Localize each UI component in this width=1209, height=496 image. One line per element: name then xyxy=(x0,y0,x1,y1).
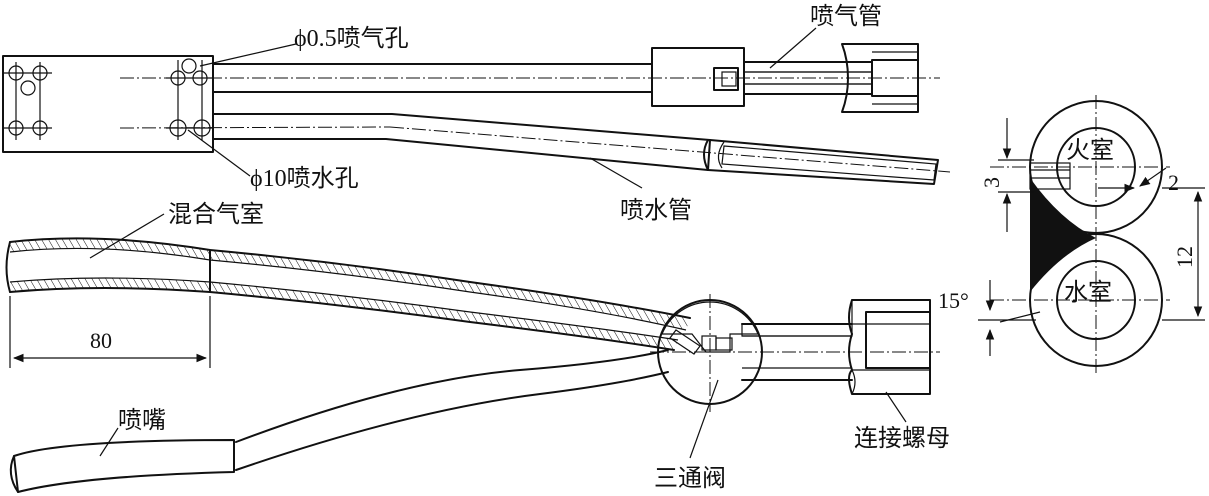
nozzle-label: 喷嘴 xyxy=(118,407,166,434)
weld-fill xyxy=(1030,178,1096,292)
dimension-12: 12 xyxy=(1162,187,1205,321)
connect-nut-label: 连接螺母 xyxy=(854,425,950,452)
gas-tube-line xyxy=(120,63,940,93)
three-way-valve-label: 三通阀 xyxy=(654,465,726,492)
dimension-3-label: 3 xyxy=(979,177,1004,188)
dimension-2: 2 xyxy=(1098,167,1179,195)
three-way-valve xyxy=(650,294,940,412)
gas-tube-label: 喷气管 xyxy=(810,3,882,30)
dimension-12-label: 12 xyxy=(1172,246,1197,268)
dimension-2-label: 2 xyxy=(1168,170,1179,195)
fire-chamber-label: 火室 xyxy=(1066,137,1114,164)
gas-tube-fitting xyxy=(651,43,919,113)
angle-15-label: 15° xyxy=(938,288,969,313)
manifold-block xyxy=(2,55,214,153)
dimension-3: 3 xyxy=(979,118,1034,232)
water-tube xyxy=(119,113,951,185)
gas-hole-label: ϕ0.5喷气孔 xyxy=(294,25,409,52)
mixing-chamber-tube xyxy=(5,237,691,351)
water-hole-label: ϕ10喷水孔 xyxy=(250,165,359,192)
connecting-nut xyxy=(848,299,931,395)
cross-section xyxy=(990,95,1170,375)
mix-chamber-label: 混合气室 xyxy=(168,201,264,228)
nozzle-tube xyxy=(9,349,669,493)
water-chamber-label: 水室 xyxy=(1064,279,1112,306)
valve-outlet-pipe xyxy=(741,323,853,381)
manifold-holes xyxy=(8,58,211,137)
water-tube-label: 喷水管 xyxy=(620,197,692,224)
leader-lines xyxy=(89,27,907,459)
dimension-80: 80 xyxy=(9,296,211,368)
angle-15: 15° xyxy=(938,280,1036,356)
dimension-80-label: 80 xyxy=(90,328,112,353)
